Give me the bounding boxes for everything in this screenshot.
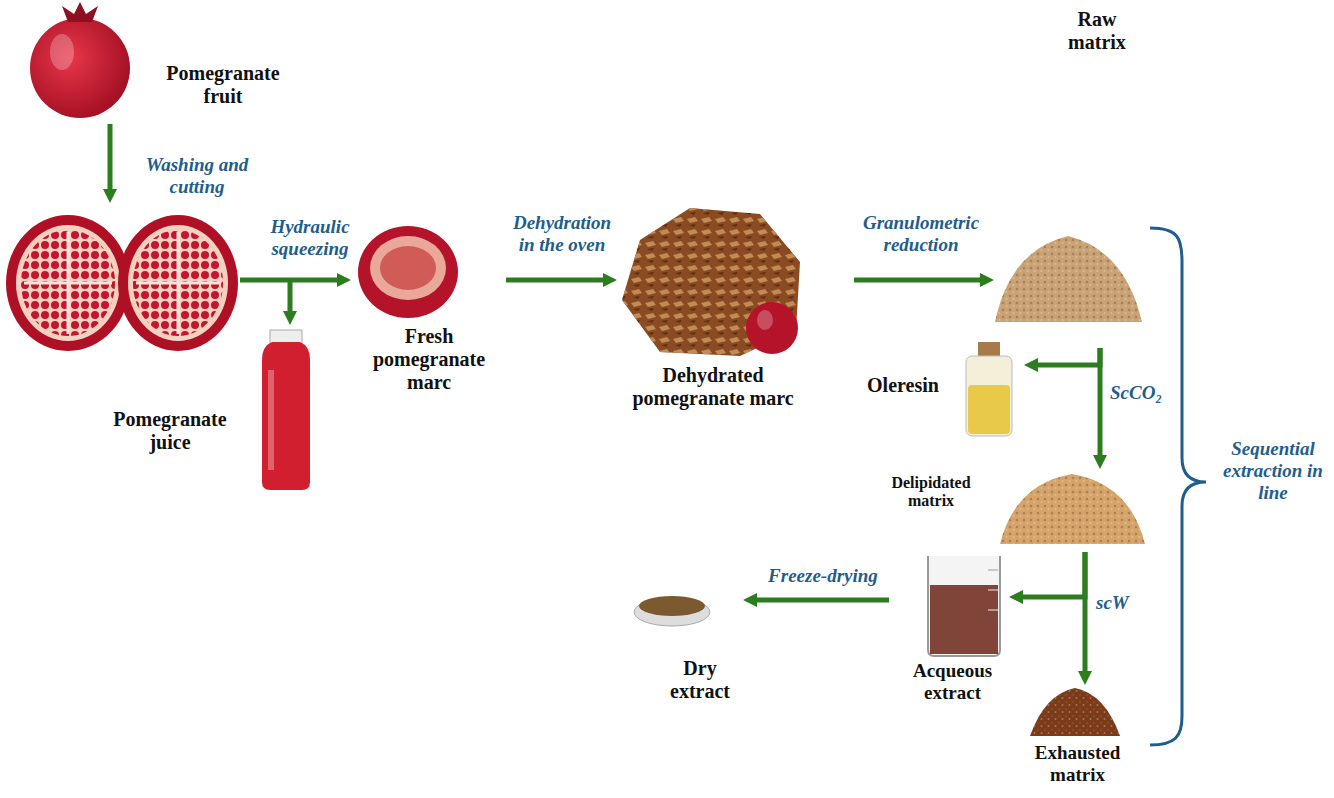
node-label: Pomegranate fruit xyxy=(158,62,288,108)
node-label: Acqueous extract xyxy=(895,660,1010,704)
fruit-node: Pomegranate fruit xyxy=(28,2,278,120)
delipidated-matrix-picture xyxy=(1000,474,1145,544)
step-label: Washing and cutting xyxy=(132,154,262,198)
dehydrated-marc-picture xyxy=(622,208,800,356)
matrix-node: Delipidated matrix xyxy=(875,468,1147,546)
oleoresin-bottle-picture xyxy=(966,342,1012,436)
delipidated-matrix-picture xyxy=(1000,474,1145,544)
exhausted-matrix-picture xyxy=(1030,688,1120,736)
cut-pomegranate-picture xyxy=(24,232,112,334)
marc-node: Fresh pomegranate marc xyxy=(355,225,503,423)
matrix-node: Exhausted matrix xyxy=(1015,684,1140,789)
fresh-marc-picture xyxy=(380,246,436,290)
fresh-marc-picture xyxy=(358,226,458,318)
node-label: Exhausted matrix xyxy=(1015,742,1140,786)
cut-pomegranate-picture xyxy=(136,232,220,334)
process-arrow xyxy=(288,280,293,318)
raw-matrix-picture xyxy=(995,236,1142,322)
juice-bottle-picture xyxy=(268,370,274,470)
fresh-marc-picture xyxy=(370,236,446,300)
node-label: Pomegranate juice xyxy=(98,408,242,454)
node-label: Dry extract xyxy=(660,657,740,703)
pomegranate-fruit-picture xyxy=(30,18,130,118)
dry-extract-dish-picture xyxy=(639,596,705,616)
juice-bottle-picture xyxy=(262,330,310,490)
process-arrow xyxy=(108,124,113,196)
product-node: Oleresin xyxy=(855,338,1025,440)
product-node: Dry extract xyxy=(630,575,740,707)
process-arrow xyxy=(1083,552,1088,678)
process-arrow xyxy=(1031,348,1100,365)
beaker-picture xyxy=(928,556,1000,656)
bracket xyxy=(1150,228,1206,745)
cut-pomegranate-picture xyxy=(16,225,120,341)
step-label: ScCO₂ xyxy=(1110,382,1180,404)
exhausted-matrix-picture xyxy=(1030,688,1120,736)
node-label: Dehydrated pomegranate marc xyxy=(618,364,808,410)
matrix-node: Raw matrix xyxy=(995,8,1145,330)
step-label: Hydraulic squeezing xyxy=(248,216,372,260)
cut-pomegranate-picture xyxy=(128,225,228,341)
step-label: Dehydration in the oven xyxy=(506,212,618,256)
oleoresin-bottle-picture xyxy=(968,385,1010,434)
cut-pomegranate-picture xyxy=(6,215,130,351)
step-label: Sequential extraction in line xyxy=(1218,438,1328,504)
oleoresin-bottle-picture xyxy=(978,342,1000,356)
node-label: Raw matrix xyxy=(1057,8,1137,54)
juice-node: Pomegranate juice xyxy=(98,330,325,492)
pomegranate-fruit-picture xyxy=(62,2,98,22)
step-label: scW xyxy=(1096,592,1146,614)
product-node: Acqueous extract xyxy=(895,550,1010,715)
raw-matrix-picture xyxy=(995,236,1142,322)
juice-bottle-picture xyxy=(262,342,310,490)
cut-pomegranate-picture xyxy=(133,230,223,336)
marc-node: Dehydrated pomegranate marc xyxy=(618,198,808,432)
dry-extract-dish-picture xyxy=(634,596,710,626)
dehydrated-marc-picture xyxy=(622,208,800,356)
step-label: Granulometric reduction xyxy=(846,212,996,256)
raw-matrix-picture xyxy=(995,236,1142,322)
exhausted-matrix-picture xyxy=(1030,688,1120,736)
step-label: Freeze-drying xyxy=(760,565,886,587)
beaker-picture xyxy=(930,585,998,654)
dehydrated-marc-picture xyxy=(757,310,773,330)
cut-pomegranate-picture xyxy=(6,215,238,351)
cut-pomegranate-picture xyxy=(21,230,115,336)
beaker-picture xyxy=(988,570,998,610)
node-label: Oleresin xyxy=(855,374,951,397)
pomegranate-fruit-picture xyxy=(30,2,130,118)
node-label: Fresh pomegranate marc xyxy=(360,325,498,394)
pomegranate-fruit-picture xyxy=(50,34,74,70)
delipidated-matrix-picture xyxy=(1000,474,1145,544)
oleoresin-bottle-picture xyxy=(966,356,1012,436)
process-arrow xyxy=(750,598,889,603)
process-arrow xyxy=(854,278,987,283)
node-label: Delipidated matrix xyxy=(875,474,987,511)
dehydrated-marc-picture xyxy=(746,302,798,354)
cut-pomegranate-picture xyxy=(118,215,238,351)
dehydrated-marc-picture xyxy=(622,208,800,356)
process-arrow xyxy=(1098,348,1103,462)
process-arrow xyxy=(506,278,610,283)
juice-bottle-picture xyxy=(270,330,302,344)
beaker-picture xyxy=(928,556,1000,656)
process-arrow xyxy=(1016,552,1085,597)
fresh-marc-picture xyxy=(358,226,458,318)
